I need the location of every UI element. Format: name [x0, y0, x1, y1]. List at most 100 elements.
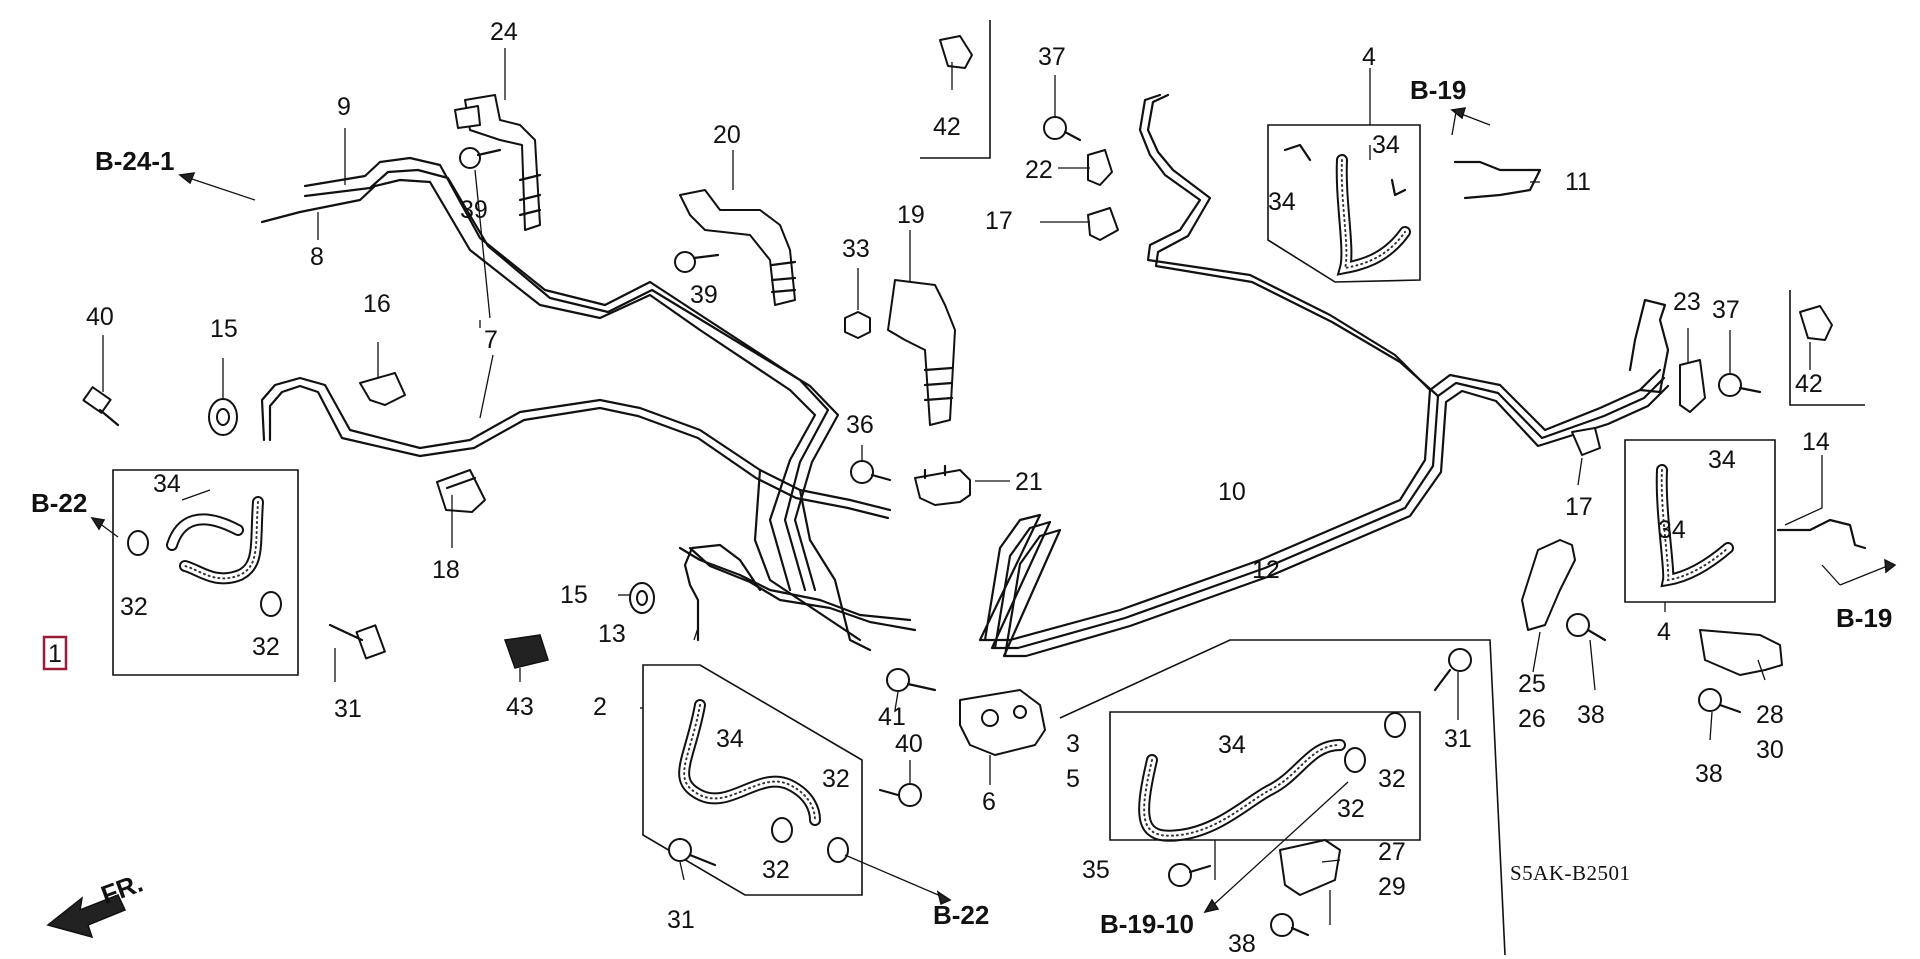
- bracket-20: [679, 189, 797, 306]
- part-label-38-bottom: 38: [1228, 930, 1256, 958]
- bolt-39-mid: [674, 251, 720, 273]
- part-label-26: 26: [1518, 705, 1546, 733]
- part-label-17-right: 17: [1565, 493, 1593, 521]
- clip-42-top: [939, 35, 973, 69]
- pipe-11: [1453, 160, 1542, 200]
- part-label-8: 8: [310, 243, 324, 271]
- part-label-33: 33: [842, 235, 870, 263]
- part-label-34-d: 34: [1268, 188, 1296, 216]
- ref-b22-bottom: B-22: [933, 900, 989, 930]
- group-box-4-right: [1624, 439, 1776, 603]
- part-label-32-f: 32: [1378, 765, 1406, 793]
- bracket-19: [887, 279, 956, 426]
- section-divider: [1059, 639, 1506, 956]
- part-label-40-top: 40: [86, 303, 114, 331]
- pipe-center-1: [753, 468, 862, 642]
- pipe-12-b: [1002, 384, 1670, 658]
- part-label-35: 35: [1082, 856, 1110, 884]
- part-label-32-b: 32: [252, 633, 280, 661]
- part-label-34-c: 34: [1218, 731, 1246, 759]
- part-label-23: 23: [1673, 288, 1701, 316]
- bracket-25-26: [1521, 539, 1576, 631]
- part-label-32-c: 32: [762, 856, 790, 884]
- bolt-37-top: [1043, 116, 1082, 142]
- part-label-37-right: 37: [1712, 296, 1740, 324]
- bolt-41: [886, 668, 937, 692]
- part-label-34-g: 34: [1708, 446, 1736, 474]
- part-label-34-b: 34: [716, 725, 744, 753]
- bracket-22: [1087, 149, 1113, 186]
- pipe-12: [990, 376, 1666, 650]
- leader-lines: [102, 48, 1823, 925]
- part-label-42-top: 42: [933, 113, 961, 141]
- bolt-40-mid: [878, 783, 922, 807]
- bolt-38-right-b: [1698, 688, 1742, 714]
- part-label-13: 13: [598, 620, 626, 648]
- clip-17-right: [1571, 427, 1601, 456]
- part-1-highlight: [42, 635, 68, 671]
- part-label-32-e: 32: [1337, 795, 1365, 823]
- part-label-38-bottom-right: 38: [1695, 760, 1723, 788]
- part-label-39-mid: 39: [690, 281, 718, 309]
- ref-b19-right: B-19: [1836, 603, 1892, 633]
- nut-33: [844, 311, 871, 339]
- bracket-24: [454, 94, 542, 231]
- part-label-34-f: 34: [1658, 516, 1686, 544]
- washers-32-group-3: [1344, 712, 1406, 773]
- group-box-1: [112, 469, 299, 676]
- part-label-6: 6: [982, 788, 996, 816]
- ref-b22-left: B-22: [31, 488, 87, 518]
- part-label-16: 16: [363, 290, 391, 318]
- part-label-29: 29: [1378, 873, 1406, 901]
- part-label-32-d: 32: [822, 765, 850, 793]
- brake-pipes: [260, 93, 1867, 658]
- diagram-code: S5AK-B2501: [1510, 861, 1631, 885]
- part-label-2: 2: [593, 693, 607, 721]
- part-label-28: 28: [1756, 701, 1784, 729]
- pipe-center-3: [688, 546, 917, 632]
- pipe-center-4: [798, 488, 872, 652]
- pipe-13: [683, 543, 762, 642]
- group-boxes: [112, 20, 1865, 956]
- bolt-38-right-a: [1566, 613, 1607, 642]
- part-label-11: 11: [1565, 168, 1591, 196]
- bolt-39-top: [459, 147, 502, 169]
- pipe-7: [260, 376, 892, 512]
- front-arrow: FR.: [46, 868, 147, 939]
- part-label-22: 22: [1025, 156, 1053, 184]
- flex-hoses: [166, 154, 1734, 842]
- bolt-36: [850, 460, 892, 484]
- grommet-43: [503, 634, 549, 669]
- group-box-42-right: [1789, 290, 1865, 406]
- group-box-42-top: [920, 20, 991, 159]
- bolt-37-right: [1718, 373, 1762, 397]
- washers-32-group-2: [771, 817, 849, 863]
- pipe-8: [260, 178, 817, 592]
- part-label-42-right: 42: [1795, 370, 1823, 398]
- pipe-14: [1776, 518, 1867, 550]
- part-label-36: 36: [846, 411, 874, 439]
- washer-15-top: [208, 398, 238, 436]
- bracket-23: [1679, 359, 1706, 413]
- part-label-41: 41: [878, 703, 906, 731]
- part-label-27: 27: [1378, 838, 1406, 866]
- ref-b19-10: B-19-10: [1100, 909, 1194, 939]
- bolt-40-top: [82, 386, 120, 427]
- part-label-19: 19: [897, 201, 925, 229]
- hose-2: [678, 699, 821, 826]
- pipe-23: [1628, 298, 1670, 394]
- ref-b24-1: B-24-1: [95, 146, 174, 176]
- pipe-9: [303, 156, 830, 592]
- pipe-9-b: [303, 168, 840, 592]
- part-label-32-a: 32: [120, 593, 148, 621]
- part-label-17-top: 17: [985, 207, 1013, 235]
- clip-17-top: [1087, 207, 1119, 241]
- part-label-40-mid: 40: [895, 730, 923, 758]
- part-label-37-top: 37: [1038, 43, 1066, 71]
- clamp-18: [436, 469, 486, 513]
- part-label-21: 21: [1015, 468, 1043, 496]
- clip-16: [359, 372, 406, 406]
- part-label-4-right: 4: [1657, 618, 1671, 646]
- bracket-28-30: [1699, 629, 1783, 676]
- part-label-10: 10: [1218, 478, 1246, 506]
